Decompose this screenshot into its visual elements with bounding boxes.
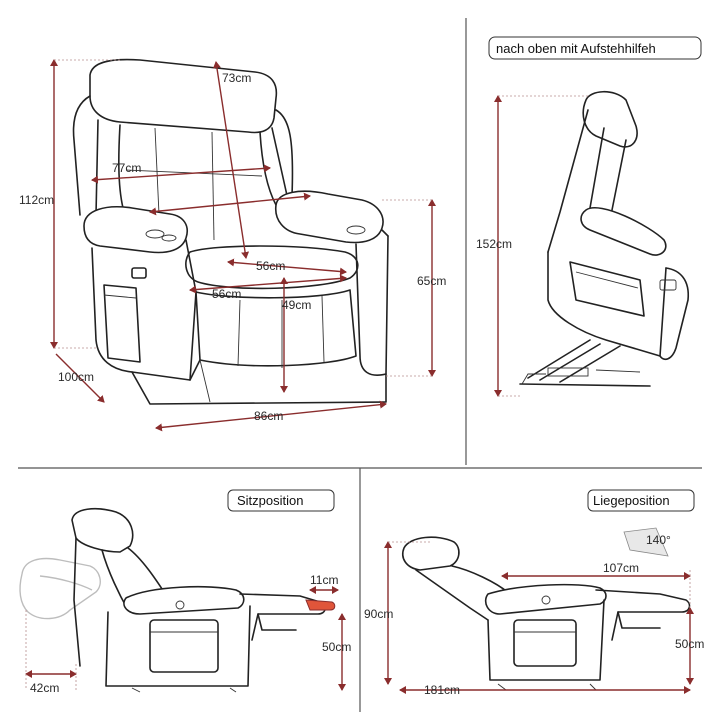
sitting-title: Sitzposition: [237, 493, 303, 508]
footrest-highlight: [305, 599, 336, 611]
arm-span-line: [149, 192, 311, 216]
label-width: 86cm: [254, 409, 283, 423]
reclined-position-panel: Liegeposition 140° 107cm: [364, 489, 704, 697]
seat-depth-line: [189, 274, 347, 294]
label-footrest-height: 50cm: [322, 640, 351, 654]
front-chair-drawing: [72, 58, 389, 405]
sitting-chair-drawing: [71, 507, 336, 693]
label-arm-height: 65cm: [417, 274, 446, 288]
ghost-recline-outline: [19, 557, 101, 620]
reclined-title-box: [587, 489, 695, 512]
label-back-height: 73cm: [222, 71, 251, 85]
back-height-line: [212, 61, 250, 259]
label-reclined-height: 90cm: [364, 607, 393, 621]
label-height-total: 112cm: [19, 193, 54, 207]
label-angle: 140°: [646, 533, 671, 547]
front-view-panel: 112cm 73cm 77cm 56cm 56cm 49cm 65cm 100c…: [19, 58, 446, 432]
label-seat-height: 49cm: [282, 298, 311, 312]
label-seat-depth: 56cm: [212, 287, 241, 301]
reclined-title: Liegeposition: [593, 493, 670, 508]
label-wall-distance: 42cm: [30, 681, 59, 695]
sitting-position-panel: Sitzposition 11cm: [19, 489, 351, 695]
lift-title-box: [488, 36, 702, 60]
lift-title: nach oben mit Aufstehhilfeh: [496, 41, 656, 56]
width-line: [155, 400, 387, 432]
label-footrest: 11cm: [310, 573, 338, 587]
label-lift-height: 152cm: [476, 237, 512, 251]
reclined-chair-drawing: [402, 536, 691, 691]
label-reclined-length-total: 181cm: [424, 683, 460, 697]
sitting-title-box: [227, 489, 335, 512]
label-reclined-footrest-height: 50cm: [675, 637, 704, 651]
lift-view-panel: nach oben mit Aufstehhilfeh 1: [476, 36, 702, 397]
lift-chair-drawing: [519, 90, 690, 387]
label-seat-width: 56cm: [256, 259, 285, 273]
front-dimensions: [50, 59, 436, 432]
label-back-width: 77cm: [112, 161, 141, 175]
back-width-line: [91, 164, 271, 184]
depth-line-a: [55, 353, 105, 403]
label-reclined-length-upper: 107cm: [603, 561, 639, 575]
angle-indicator: [623, 527, 669, 557]
label-depth: 100cm: [58, 370, 94, 384]
seat-width-line: [227, 258, 347, 276]
